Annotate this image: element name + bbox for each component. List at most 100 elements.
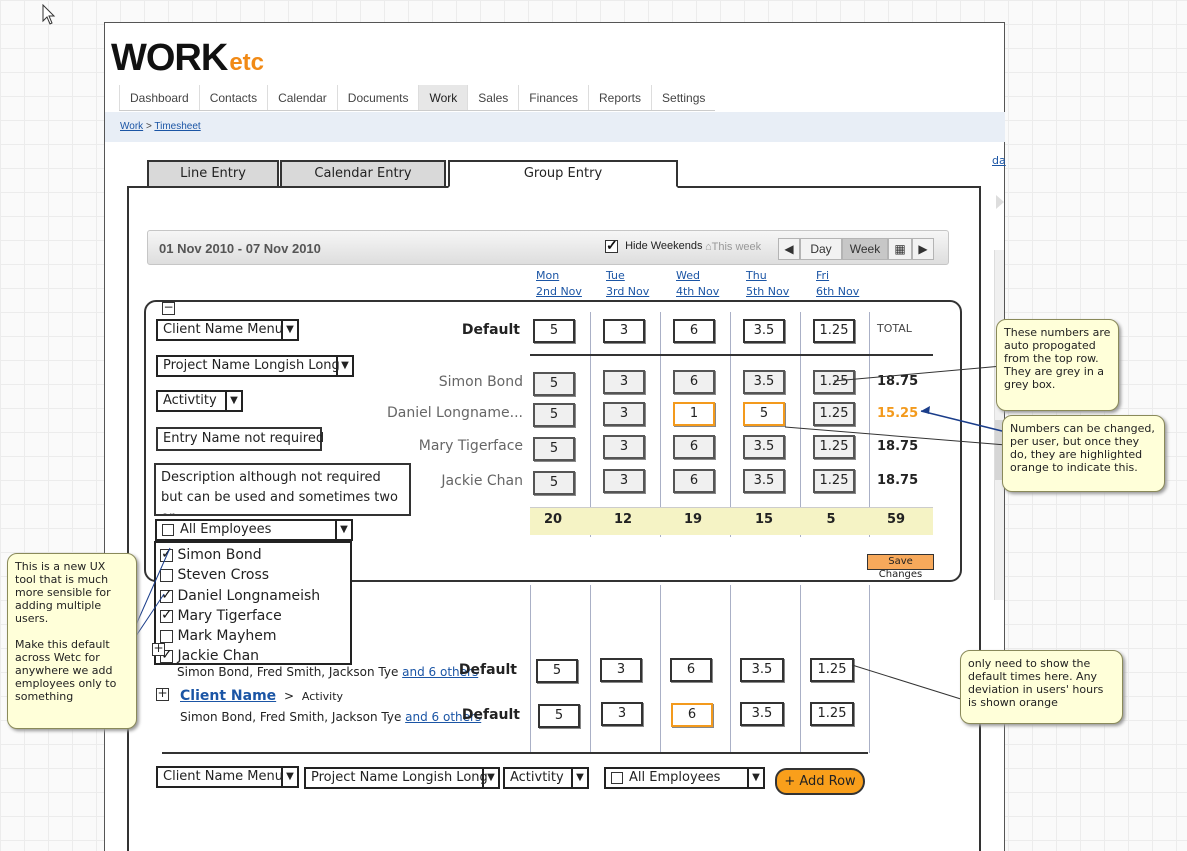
employee-option[interactable]: Simon Bond: [160, 546, 262, 563]
others-link[interactable]: and 6 others: [402, 665, 479, 679]
entry-default-cell[interactable]: 1.25: [810, 658, 854, 682]
day-view-button[interactable]: Day: [800, 238, 842, 260]
hide-weekends-checkbox[interactable]: [605, 237, 618, 254]
user-hours-cell[interactable]: 1.25: [813, 370, 855, 394]
user-hours-cell[interactable]: 3.5: [743, 370, 785, 394]
client-name-menu[interactable]: Client Name Menu▼: [156, 319, 299, 341]
employee-checkbox[interactable]: [160, 587, 173, 603]
description-input[interactable]: Description although not required but ca…: [154, 463, 411, 516]
employee-option[interactable]: Mary Tigerface: [160, 607, 282, 624]
others-link[interactable]: and 6 others: [405, 710, 482, 724]
user-hours-cell[interactable]: 3.5: [743, 469, 785, 493]
bottom-activity-menu[interactable]: Activtity▼: [503, 767, 589, 789]
entry-default-cell[interactable]: 3: [600, 658, 642, 682]
entry-default-cell[interactable]: 1.25: [810, 702, 854, 726]
user-hours-cell-changed[interactable]: 1: [673, 402, 715, 426]
default-thu-input[interactable]: 3.5: [743, 319, 785, 343]
chevron-left-icon: ◀: [784, 242, 794, 256]
project-name-menu[interactable]: Project Name Longish Long▼: [156, 355, 354, 377]
nav-settings[interactable]: Settings: [651, 85, 716, 110]
user-hours-cell-changed[interactable]: 5: [743, 402, 785, 426]
employee-checkbox[interactable]: [160, 546, 173, 562]
all-employees-checkbox[interactable]: [611, 771, 623, 784]
employee-option[interactable]: Steven Cross: [160, 567, 269, 583]
expand-toggle[interactable]: +: [152, 641, 165, 656]
dropdown-arrow-icon: ▼: [571, 769, 587, 787]
nav-work[interactable]: Work: [418, 85, 468, 110]
employee-option[interactable]: Jackie Chan: [160, 647, 259, 664]
default-mon-input[interactable]: 5: [533, 319, 575, 343]
entry-name-input[interactable]: Entry Name not required: [156, 427, 324, 451]
employees-select[interactable]: All Employees▼: [155, 519, 353, 541]
default-wed-input[interactable]: 6: [673, 319, 715, 343]
next-button[interactable]: ▶: [912, 238, 934, 260]
expand-toggle[interactable]: +: [156, 686, 169, 701]
employee-option[interactable]: Mark Mayhem: [160, 628, 277, 644]
entry-default-cell[interactable]: 3: [601, 702, 643, 726]
breadcrumb-work-link[interactable]: Work: [120, 121, 144, 132]
client-name-link[interactable]: Client Name: [180, 688, 277, 704]
edge-link[interactable]: da: [992, 154, 1006, 167]
entry-default-cell[interactable]: 3.5: [740, 658, 784, 682]
tab-line-entry[interactable]: Line Entry: [147, 160, 279, 186]
this-week-link[interactable]: ⌂This week: [705, 241, 762, 253]
user-hours-cell[interactable]: 5: [533, 403, 575, 427]
breadcrumb-timesheet-link[interactable]: Timesheet: [154, 121, 201, 132]
user-hours-cell[interactable]: 5: [533, 372, 575, 396]
row-total: 18.75: [877, 439, 919, 454]
prev-button[interactable]: ◀: [778, 238, 800, 260]
save-changes-button[interactable]: Save Changes: [867, 554, 934, 580]
user-hours-cell[interactable]: 6: [673, 370, 715, 394]
bottom-project-menu[interactable]: Project Name Longish Long▼: [304, 767, 500, 789]
user-hours-cell[interactable]: 1.25: [813, 469, 855, 493]
default-fri-input[interactable]: 1.25: [813, 319, 855, 343]
all-employees-checkbox[interactable]: [162, 523, 174, 536]
row-total-changed: 15.25: [877, 406, 919, 421]
user-hours-cell[interactable]: 1.25: [813, 435, 855, 459]
entry-default-cell[interactable]: 5: [536, 659, 578, 683]
user-hours-cell[interactable]: 3: [603, 370, 645, 394]
default-tue-input[interactable]: 3: [603, 319, 645, 343]
calendar-icon: ▦: [894, 242, 906, 256]
nav-sales[interactable]: Sales: [467, 85, 519, 110]
user-hours-cell[interactable]: 5: [533, 437, 575, 461]
employee-option[interactable]: Daniel Longnameish: [160, 587, 320, 604]
user-hours-cell[interactable]: 1.25: [813, 402, 855, 426]
user-hours-cell[interactable]: 3: [603, 435, 645, 459]
nav-calendar[interactable]: Calendar: [267, 85, 337, 110]
week-view-button[interactable]: Week: [842, 238, 888, 260]
user-hours-cell[interactable]: 6: [673, 435, 715, 459]
nav-contacts[interactable]: Contacts: [198, 85, 268, 110]
user-hours-cell[interactable]: 3.5: [743, 435, 785, 459]
entry-default-cell-changed[interactable]: 6: [671, 703, 713, 727]
entry-default-cell[interactable]: 3.5: [740, 702, 784, 726]
nav-reports[interactable]: Reports: [588, 85, 652, 110]
bottom-client-menu[interactable]: Client Name Menu▼: [156, 766, 299, 788]
grand-total: 59: [886, 512, 906, 527]
user-hours-cell[interactable]: 3: [603, 402, 645, 426]
nav-documents[interactable]: Documents: [336, 85, 419, 110]
tab-calendar-entry[interactable]: Calendar Entry: [280, 160, 446, 186]
bottom-employees-select[interactable]: All Employees▼: [604, 767, 765, 789]
collapse-toggle[interactable]: −: [162, 300, 175, 315]
employee-checkbox[interactable]: [160, 607, 173, 623]
nav-dashboard[interactable]: Dashboard: [119, 85, 199, 110]
hide-weekends-toggle[interactable]: Hide Weekends: [605, 237, 703, 254]
calendar-picker-button[interactable]: ▦: [888, 238, 912, 260]
entry-default-cell[interactable]: 5: [538, 704, 580, 728]
entry-default-cell[interactable]: 6: [670, 658, 712, 682]
activity-menu[interactable]: Activtity▼: [156, 390, 243, 412]
user-hours-cell[interactable]: 5: [533, 471, 575, 495]
user-hours-cell[interactable]: 6: [673, 469, 715, 493]
tab-group-entry[interactable]: Group Entry: [448, 160, 678, 188]
add-row-button[interactable]: + Add Row: [775, 768, 865, 795]
scrollbar-thumb[interactable]: [995, 420, 1004, 480]
employee-checkbox[interactable]: [160, 568, 173, 582]
nav-finances[interactable]: Finances: [518, 85, 588, 110]
user-hours-cell[interactable]: 3: [603, 469, 645, 493]
